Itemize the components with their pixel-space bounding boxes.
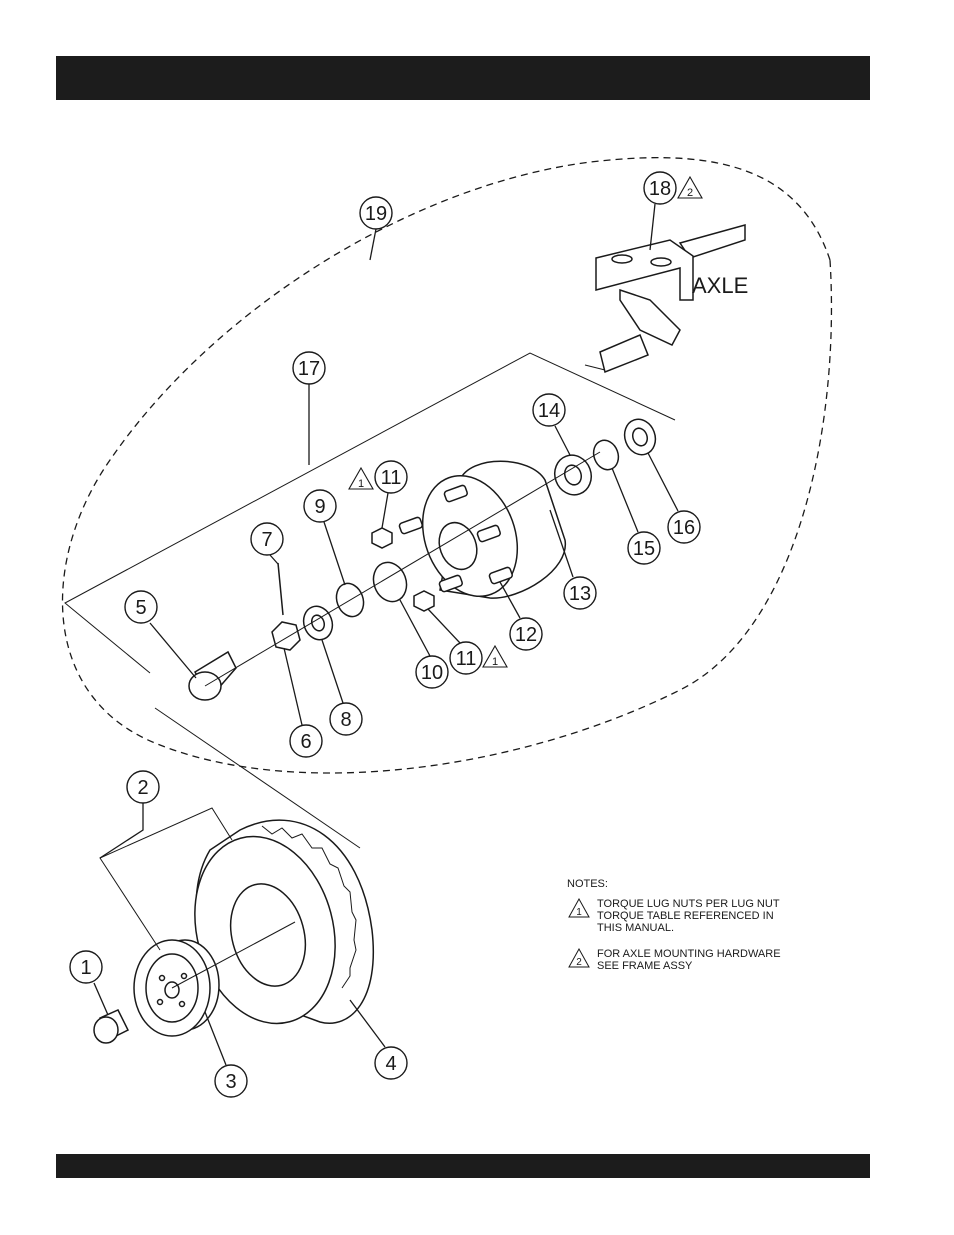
- callout-15: 15: [628, 532, 660, 564]
- callout-19: 19: [360, 197, 392, 229]
- note-2-line-2: SEE FRAME ASSY: [597, 960, 827, 972]
- note-marker-1: 1: [483, 646, 507, 668]
- callout-4: 4: [375, 1047, 407, 1079]
- callout-5: 5: [125, 591, 157, 623]
- callout-label: 8: [340, 709, 351, 731]
- cotter-pin: [278, 563, 283, 615]
- note-marker-2: 2: [678, 177, 702, 199]
- callout-label: 9: [314, 496, 325, 518]
- dust-cap: [189, 652, 236, 700]
- callout-3: 3: [215, 1065, 247, 1097]
- callout-label: 13: [569, 583, 591, 605]
- callout-12: 12: [510, 618, 542, 650]
- callout-label: 2: [137, 777, 148, 799]
- callout-label: 14: [538, 400, 560, 422]
- svg-text:2: 2: [576, 957, 582, 968]
- callout-14: 14: [533, 394, 565, 426]
- callout-17: 17: [293, 352, 325, 384]
- callout-16: 16: [668, 511, 700, 543]
- callout-9: 9: [304, 490, 336, 522]
- callout-18: 18: [644, 172, 676, 204]
- bearing-race: [368, 558, 412, 607]
- callout-label: 6: [300, 731, 311, 753]
- callout-11: 11: [375, 461, 407, 493]
- svg-text:1: 1: [576, 907, 582, 918]
- callout-6: 6: [290, 725, 322, 757]
- note-marker-label: 2: [687, 187, 693, 199]
- lug-nut-lower: [414, 591, 434, 611]
- hub-assembly-bracket: [65, 353, 675, 673]
- note-1-line-2: TORQUE TABLE REFERENCED IN: [597, 910, 827, 922]
- callout-label: 1: [80, 957, 91, 979]
- castle-nut: [272, 622, 300, 650]
- axle-assembly: [585, 225, 745, 372]
- callout-label: 19: [365, 203, 387, 225]
- callout-label: 7: [261, 529, 272, 551]
- notes-block: NOTES: 1 TORQUE LUG NUTS PER LUG NUT TOR…: [567, 878, 827, 986]
- note-1-line-1: TORQUE LUG NUTS PER LUG NUT: [597, 898, 827, 910]
- callout-2: 2: [127, 771, 159, 803]
- note-marker-label: 1: [492, 656, 498, 668]
- callout-label: 5: [135, 597, 146, 619]
- callout-label: 11: [456, 648, 477, 670]
- notes-title: NOTES:: [567, 878, 827, 890]
- callout-13: 13: [564, 577, 596, 609]
- callout-11: 11: [450, 642, 482, 674]
- callout-label: 18: [649, 178, 671, 200]
- triangle-2-icon: 2: [568, 948, 590, 968]
- callout-label: 11: [381, 467, 402, 489]
- note-1-line-3: THIS MANUAL.: [597, 922, 827, 934]
- axle-label: AXLE: [692, 273, 748, 298]
- hub-cap: [94, 1010, 128, 1043]
- note-marker-1: 1: [349, 468, 373, 490]
- callout-label: 10: [421, 662, 443, 684]
- callout-label: 16: [673, 517, 695, 539]
- callout-label: 12: [515, 624, 537, 646]
- note-2: 2 FOR AXLE MOUNTING HARDWARE SEE FRAME A…: [567, 948, 827, 972]
- note-marker-label: 1: [358, 478, 364, 490]
- callout-10: 10: [416, 656, 448, 688]
- callout-label: 3: [225, 1071, 236, 1093]
- callout-label: 15: [633, 538, 655, 560]
- triangle-1-icon: 1: [568, 898, 590, 918]
- callout-8: 8: [330, 703, 362, 735]
- wheel-rim: [134, 940, 219, 1036]
- callout-label: 17: [298, 358, 320, 380]
- lug-nut-upper: [372, 528, 392, 548]
- callout-label: 4: [385, 1053, 396, 1075]
- note-1: 1 TORQUE LUG NUTS PER LUG NUT TORQUE TAB…: [567, 898, 827, 934]
- note-2-line-1: FOR AXLE MOUNTING HARDWARE: [597, 948, 827, 960]
- callout-1: 1: [70, 951, 102, 983]
- callout-7: 7: [251, 523, 283, 555]
